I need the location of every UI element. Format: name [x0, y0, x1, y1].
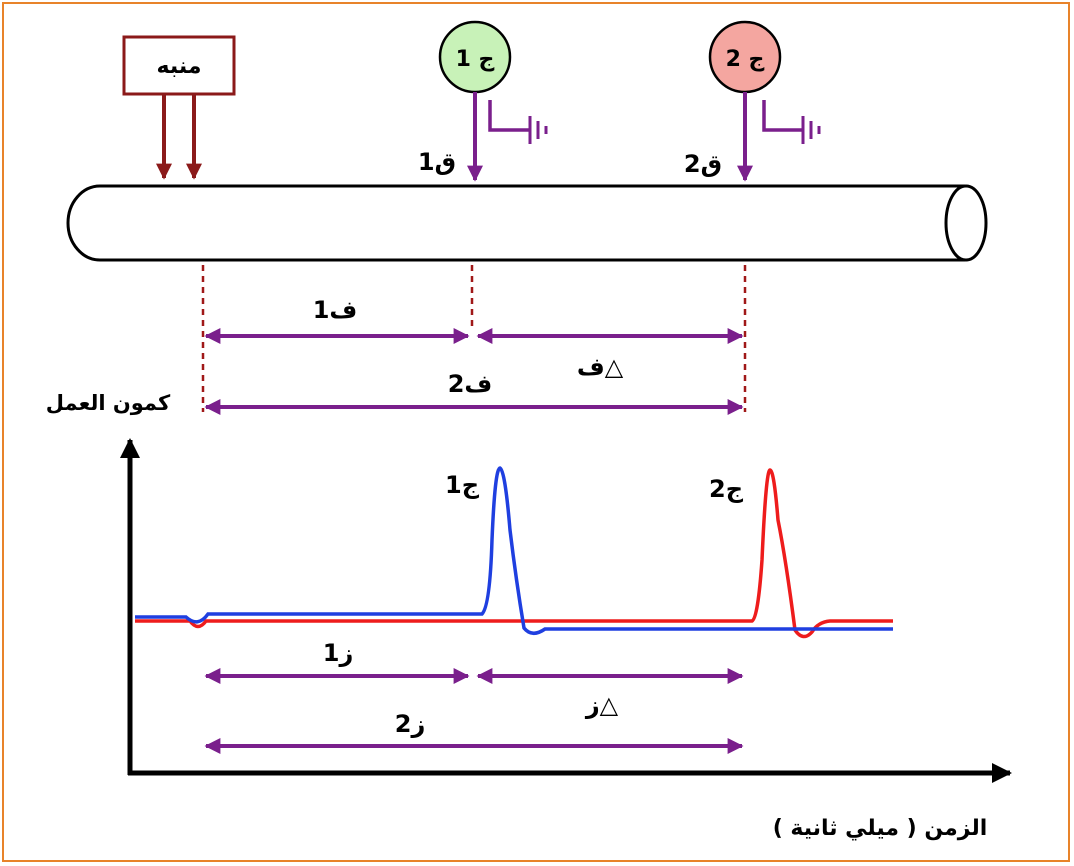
peak-2-label: ج2: [709, 475, 744, 503]
electrode-1-tip-label: ق1: [418, 148, 456, 176]
stimulator: منبه: [122, 35, 236, 180]
electrode-1: ج 1 ق1: [418, 20, 548, 182]
distance-arrows: [204, 328, 744, 415]
electrode-2-label: ج 2: [726, 47, 765, 72]
stimulator-label: منبه: [157, 54, 202, 79]
electrode-2: ج 2 ق2: [684, 20, 821, 182]
delta-f-label: △ف: [577, 353, 624, 381]
nerve-fiber: [66, 184, 988, 262]
z1-label: ز1: [323, 639, 354, 667]
time-arrows: [204, 668, 744, 754]
f2-label: ف2: [448, 370, 493, 398]
peak-1-label: ج1: [445, 471, 480, 499]
graph-axes: [120, 438, 1012, 783]
y-axis-label: كمون العمل: [46, 391, 171, 415]
trace-electrode-1: [135, 466, 893, 635]
z2-label: ز2: [395, 710, 426, 738]
electrode-1-label: ج 1: [456, 47, 495, 72]
reference-lines: [201, 265, 747, 412]
delta-z-label: △ز: [585, 691, 619, 719]
trace-electrode-2: [135, 468, 893, 639]
f1-label: ف1: [313, 296, 358, 324]
x-axis-label: الزمن ( ميلي ثانية ): [773, 816, 988, 841]
electrode-2-tip-label: ق2: [684, 150, 722, 178]
